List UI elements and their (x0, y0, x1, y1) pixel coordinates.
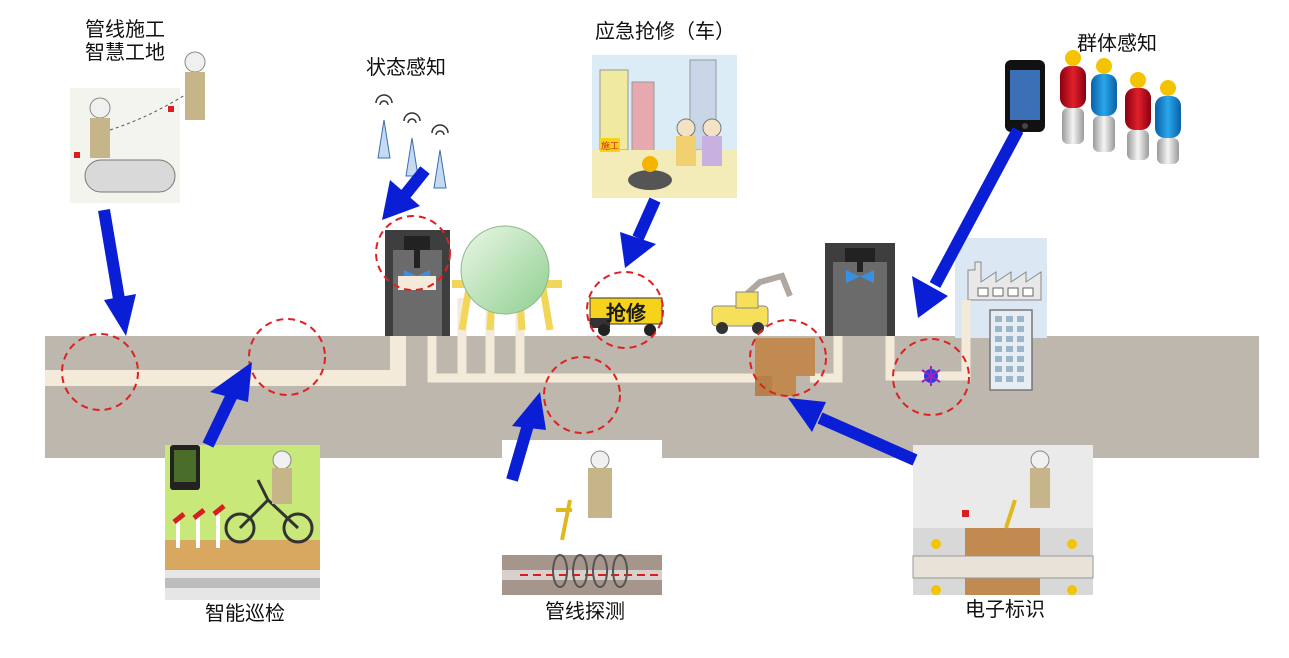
repair-truck-icon: 抢修 (589, 297, 663, 336)
arrow-sensing (382, 166, 430, 220)
label-crowd-sensing: 群体感知 (1077, 31, 1157, 55)
label-construction-line1: 管线施工 (85, 17, 165, 41)
leak-marker-icon (921, 366, 941, 386)
label-pipe-detection: 管线探测 (545, 599, 625, 623)
smartphone-icon (1005, 60, 1045, 132)
label-construction-line2: 智慧工地 (85, 40, 165, 64)
dashed-circle-crowd (892, 338, 970, 416)
label-electronic-marker: 电子标识 (965, 597, 1045, 621)
patrol-bicycle-icon (165, 445, 320, 600)
dashed-circle-sensing (375, 215, 451, 291)
office-building-icon (989, 309, 1033, 391)
dashed-circle-repair (586, 271, 664, 349)
valve-chamber-left (385, 230, 450, 336)
dashed-circle-detection (543, 356, 621, 434)
arrow-detection (506, 392, 546, 482)
construction-workers-icon (70, 51, 206, 203)
crowd-people-icon (1060, 50, 1181, 164)
dashed-circle-construction (61, 333, 139, 411)
label-status-sensing: 状态感知 (366, 55, 446, 79)
label-smart-patrol: 智能巡检 (205, 601, 285, 625)
emergency-city-scene-icon: 施工 (592, 55, 737, 198)
arrow-construction (98, 209, 136, 336)
repair-sign-text: 抢修 (606, 301, 647, 325)
excavator-icon (711, 272, 793, 334)
dashed-circles (61, 215, 970, 434)
dashed-circle-patrol (248, 318, 326, 396)
arrow-marker (788, 398, 918, 466)
label-construction: 管线施工 智慧工地 (70, 18, 180, 64)
electronic-marker-icon (912, 445, 1094, 595)
arrow-repair (620, 197, 661, 268)
gas-tank-icon (452, 225, 562, 331)
pipe-detector-icon (502, 440, 662, 600)
label-emergency-repair: 应急抢修（车） (595, 19, 735, 43)
valve-chamber-right (825, 243, 895, 336)
arrow-patrol (202, 362, 252, 448)
arrows (98, 127, 1024, 482)
arrow-crowd (912, 127, 1024, 318)
wireless-antenna-icon (375, 94, 449, 189)
dashed-circle-marker (749, 319, 827, 397)
construction-sign-text: 施工 (601, 140, 619, 152)
underground-vault (755, 338, 815, 396)
